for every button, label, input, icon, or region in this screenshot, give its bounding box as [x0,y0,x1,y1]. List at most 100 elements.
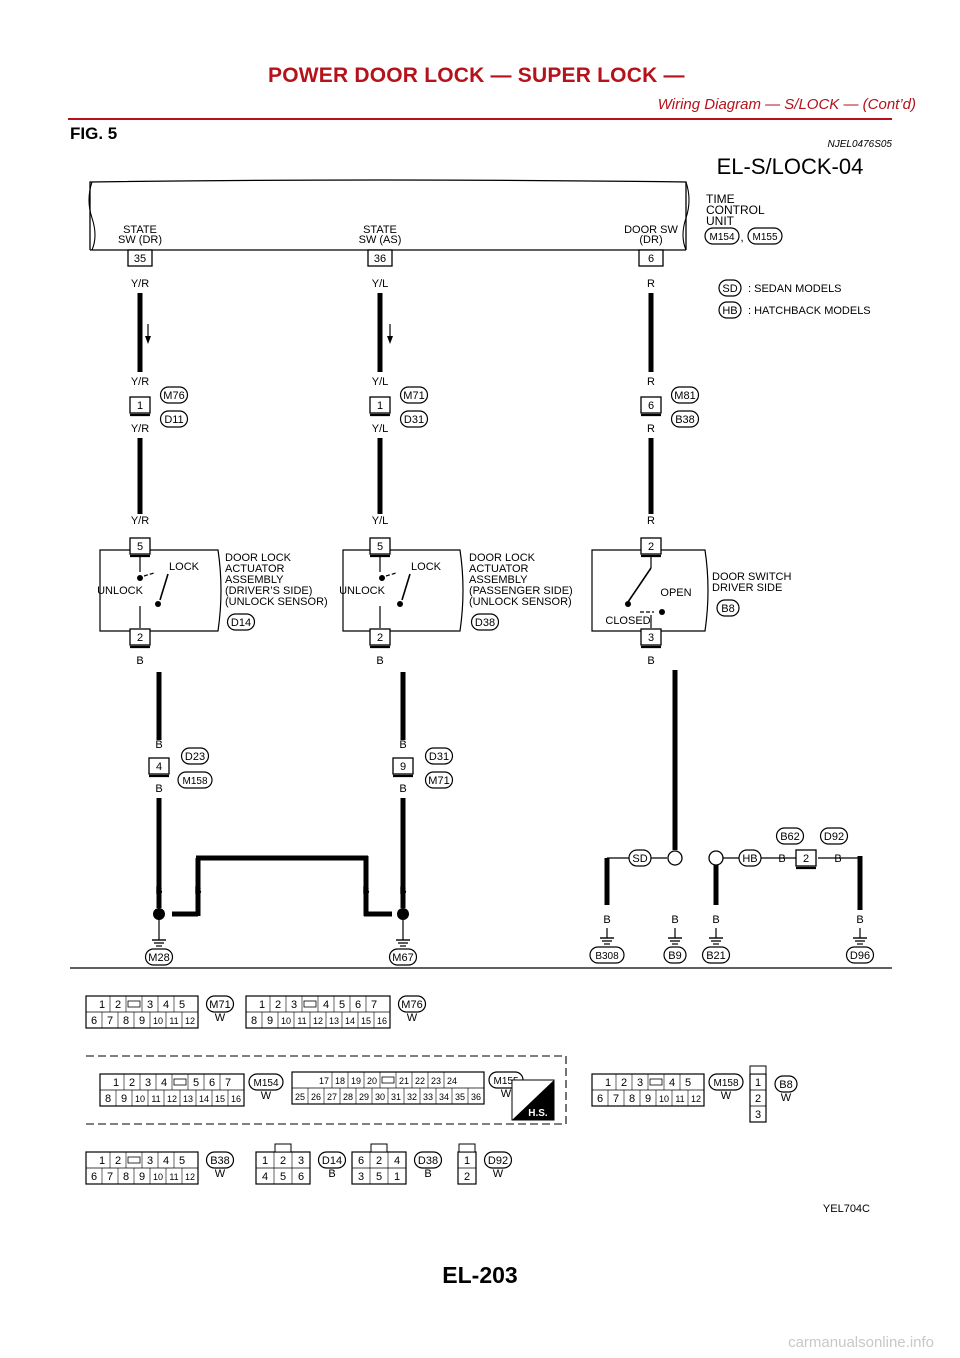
terminal-pin-number: 35 [134,253,146,265]
connector-color: B [424,1168,431,1180]
figure-image-code: YEL704C [823,1203,870,1215]
unit-connector: M154 [709,232,734,243]
connector-pin-label: 5 [179,999,185,1011]
connector-pin-label: 27 [327,1092,337,1102]
lower-junction-connector-badge [180,747,210,765]
device-connector-badge [226,613,256,631]
connector-pin-label: 31 [391,1092,401,1102]
ground-splice [153,908,165,920]
device-name: DOOR LOCK [469,552,536,564]
switch-state-label: LOCK [169,561,200,573]
wires-layer [137,293,863,917]
sedan-branch-badge-badge [628,849,652,867]
connector-pin-label: 4 [323,999,329,1011]
switch-state-label: UNLOCK [97,585,144,597]
junction-pin: 1 [377,400,383,412]
wire-color-label: Y/R [131,423,149,435]
connector-pin-label: 4 [163,999,169,1011]
hatchback-branch-badge-badge [738,849,762,867]
connector-view-id-badge [397,995,427,1013]
wire-color-label: Y/R [131,376,149,388]
connector-view-id: D38 [418,1155,438,1167]
connector-pin-label: 4 [161,1077,167,1089]
wire-color-label: B [399,739,406,751]
wire-color-label: Y/L [372,423,389,435]
junction-pin-box [640,396,662,414]
page-header-title: POWER DOOR LOCK — SUPER LOCK — [268,64,685,87]
terminal-pin-box [367,249,393,267]
device-connector: D14 [231,617,251,629]
unit-box-break [88,181,96,251]
device-pin: 5 [137,541,143,553]
junction-connector-badge [670,386,700,404]
connector-pin-label: 10 [135,1094,145,1104]
connector-color: B [328,1168,335,1180]
legend-badge-badge [718,279,742,297]
connector-pin-label: 3 [147,1155,153,1167]
hatchback-branch-badge: HB [742,853,757,865]
connector-pin-label: 5 [339,999,345,1011]
connector-tab [370,1143,388,1153]
legend-badge: HB [722,305,737,317]
ground-point: M28 [148,952,169,964]
switch-dash [143,572,155,577]
lower-junction-connector-badge [177,771,213,789]
device-box [99,549,222,632]
switch-state-label: CLOSED [605,615,650,627]
lower-junction-connector: D23 [185,751,205,763]
unit-name: CONTROL [706,203,765,217]
connector-pin-label: 11 [151,1094,160,1104]
connector-pin-label: 4 [262,1171,268,1183]
ground-point-badge [701,946,731,964]
wire-color-label: B [603,914,610,926]
connector-pin-label: 6 [597,1093,603,1105]
wire-color-label: B [376,655,383,667]
device-pin: 2 [648,541,654,553]
connector-pin-label: 21 [399,1076,409,1086]
wire-color-label: Y/L [372,515,389,527]
connector-pin-label: 8 [123,1015,129,1027]
ground-point-badge [589,946,625,964]
connector-view-id-badge [205,1151,235,1169]
connector-tab [749,1065,767,1075]
device-name: DOOR SWITCH [712,571,791,583]
switch-contact [379,575,385,581]
terminal-label: SW (DR) [118,234,162,246]
hb-junction-connector-badge [775,827,805,845]
switch-contact [155,601,161,607]
connector-pin-label: 6 [355,999,361,1011]
device-name: ASSEMBLY [225,574,284,586]
connector-pin-label: 18 [335,1076,345,1086]
connector-pin-label: 25 [295,1092,305,1102]
device-pin-box [640,628,662,646]
connector-pin-label: 9 [645,1093,651,1105]
device-pin: 3 [648,632,654,644]
junction-connector-badge [159,386,189,404]
junction-pin-box [369,396,391,414]
connector-view-id-badge [205,995,235,1013]
wire-color-label: B [778,853,785,865]
device-box [591,549,709,632]
connector-pin-label: 1 [394,1171,400,1183]
connector-pin-label: 1 [464,1155,470,1167]
connector-pin-label: 7 [107,1171,113,1183]
connector-pin-label: 5 [280,1171,286,1183]
connector-pin-label: 23 [431,1076,441,1086]
wire-color-label: Y/L [372,376,389,388]
connector-pin-label: 12 [185,1016,195,1026]
device-pin-box [369,537,391,555]
connector-pin-label: 30 [375,1092,385,1102]
wire-color-label: B [712,914,719,926]
connector-color: W [407,1012,418,1024]
connector-view-id: M158 [713,1078,738,1089]
connector-pin-label: 13 [183,1094,193,1104]
connector-pin-label: 8 [123,1171,129,1183]
switch-contact [397,601,403,607]
wire-color-label: Y/R [131,278,149,290]
connector-pin-label: 4 [394,1155,400,1167]
connector-pin-label: 3 [291,999,297,1011]
lower-junction-pin: 9 [400,761,406,773]
ground-splice-open [667,850,683,866]
terminal-label: DOOR SW [624,224,678,236]
switch-contact [659,609,665,615]
